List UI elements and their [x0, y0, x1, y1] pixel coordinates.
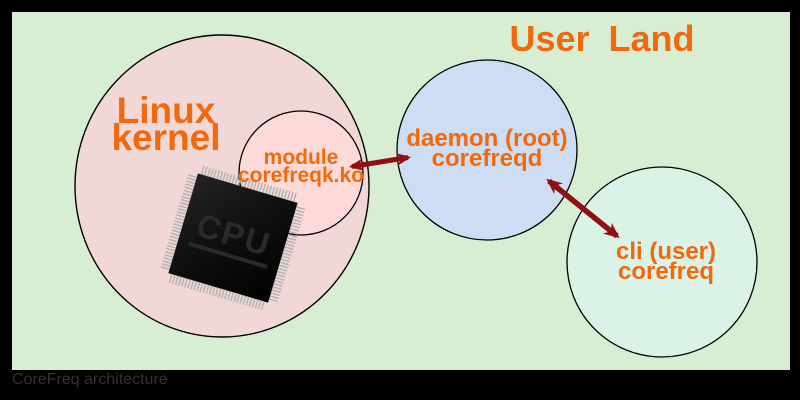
kernel-label-line2: kernel — [111, 117, 221, 158]
daemon-label: daemon (root) corefreqd — [387, 125, 587, 172]
kernel-label: Linux kernel — [46, 90, 286, 158]
module-label: module corefreqk.ko — [221, 146, 381, 187]
userland-title: User Land — [509, 18, 695, 59]
module-label-line2: corefreqk.ko — [237, 164, 365, 187]
daemon-label-line2: corefreqd — [431, 145, 543, 172]
cpu-chip: CPU — [160, 165, 306, 311]
daemon-circle — [396, 59, 578, 241]
module-label-line1: module — [263, 146, 339, 169]
cpu-chip-label: CPU — [188, 206, 278, 269]
footer-caption: CoreFreq architecture — [12, 371, 168, 388]
daemon-label-line1: daemon (root) — [406, 125, 568, 152]
cli-label-line2: corefreq — [617, 258, 715, 285]
cli-label: cli (user) corefreq — [566, 238, 766, 285]
kernel-label-line1: Linux — [116, 90, 216, 131]
cli-label-line1: cli (user) — [615, 238, 717, 265]
